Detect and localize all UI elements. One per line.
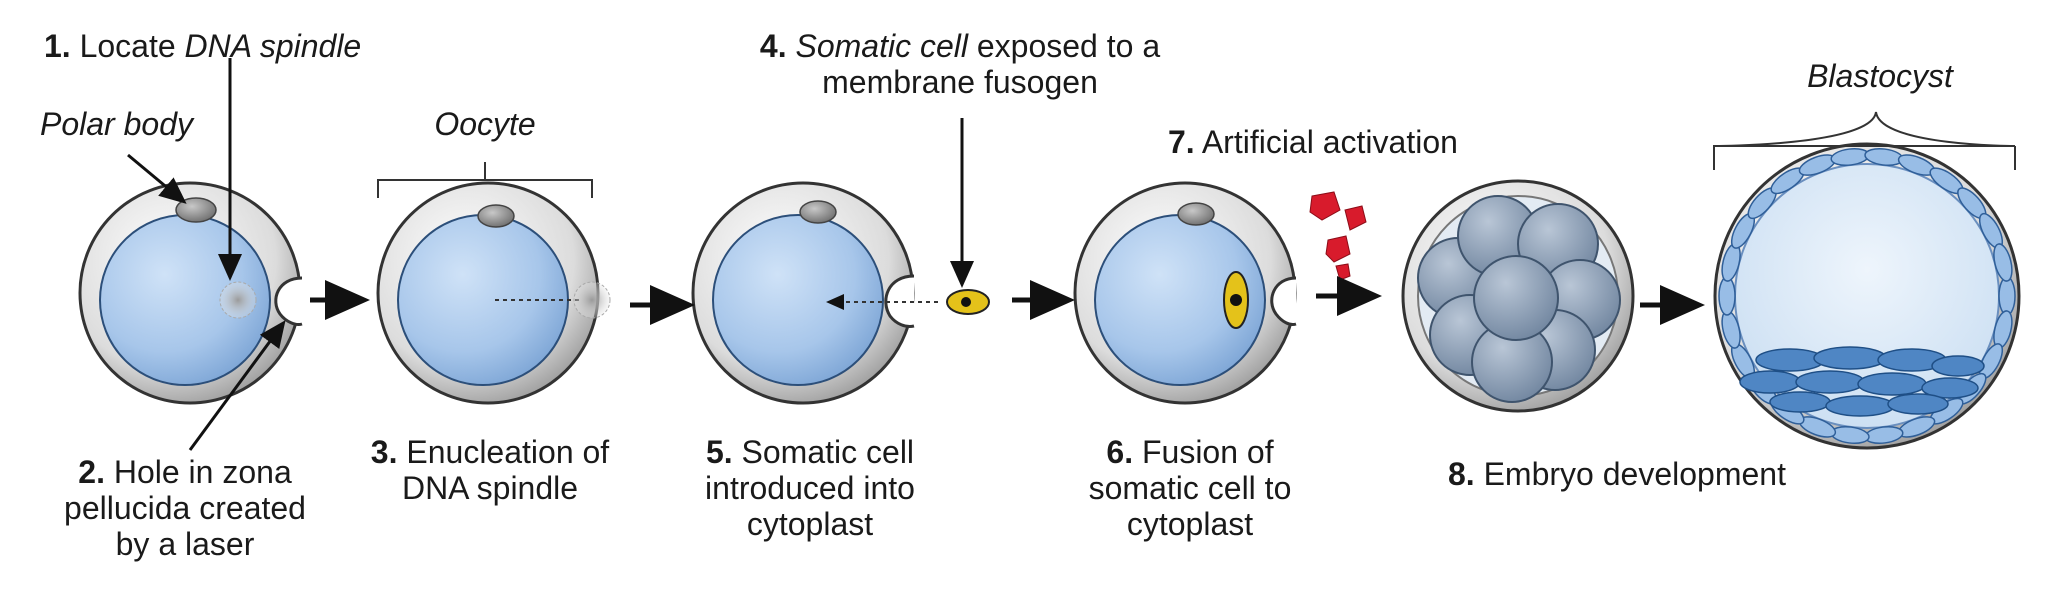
step-number: 8.	[1448, 456, 1475, 492]
step-text: DNA spindle	[401, 470, 579, 506]
oocyte-stage-2	[376, 181, 611, 405]
step-4-label: 4. Somatic cell exposed to a membrane fu…	[720, 28, 1200, 100]
fused-nucleus	[1230, 294, 1242, 306]
step-text: by a laser	[115, 526, 255, 562]
step-number: 6.	[1106, 434, 1134, 470]
step-3-label: 3. Enucleation of DNA spindle	[340, 434, 640, 506]
step-number: 3.	[370, 434, 398, 470]
pointer-lines	[127, 58, 974, 451]
step-2-label: 2. Hole in zona pellucida created by a l…	[40, 454, 330, 562]
step-text: cytoplast	[1126, 506, 1254, 542]
oocyte-stage-4	[1073, 181, 1297, 405]
trophoblast-cell	[1993, 243, 2013, 282]
step-1-label: 1. Locate DNA spindle	[44, 28, 361, 64]
blastocyst-bracket	[1713, 111, 2016, 170]
trophoblast-cell	[1998, 276, 2016, 316]
step-number: 4.	[759, 28, 787, 64]
laser-hole-pointer	[188, 320, 286, 451]
polar-body-4	[1177, 202, 1215, 226]
polar-body-1	[175, 197, 217, 223]
step-text: Enucleation of	[406, 434, 610, 470]
oocyte-stage-1	[78, 181, 303, 405]
step-text: Fusion of	[1141, 434, 1274, 470]
somatic-nucleus-5	[961, 297, 971, 307]
step-text: exposed to a	[967, 28, 1161, 64]
cytoplasm-3	[712, 214, 884, 386]
step-text: Hole in zona	[113, 454, 292, 490]
morula	[1401, 179, 1635, 413]
step-8-label: 8. Embryo development	[1448, 456, 1786, 492]
polar-body-pointer	[127, 153, 187, 204]
polar-body-2	[477, 204, 515, 228]
process-arrows	[310, 276, 1705, 325]
step-text: Embryo development	[1483, 456, 1786, 492]
blastocyst-label: Blastocyst	[1807, 58, 1953, 94]
polar-body-3	[799, 200, 837, 224]
step-text: Artificial activation	[1201, 124, 1458, 160]
cytoplasm-2	[397, 214, 569, 386]
step-emphasis: Somatic cell	[795, 28, 968, 64]
step-text: Locate	[79, 28, 185, 64]
step-number: 5.	[705, 434, 733, 470]
step-number: 1.	[44, 28, 71, 64]
inner-cell-mass	[1739, 346, 1985, 417]
oocyte-stage-3	[691, 181, 990, 405]
laser-hole-4	[1270, 276, 1297, 326]
oocyte-bracket	[377, 162, 593, 198]
polar-body-label: Polar body	[40, 106, 193, 142]
step-text: pellucida created	[64, 490, 306, 526]
step-text: introduced into	[705, 470, 915, 506]
step-6-label: 6. Fusion of somatic cell to cytoplast	[1060, 434, 1320, 542]
step-emphasis: DNA spindle	[184, 28, 362, 64]
step-5-label: 5. Somatic cell introduced into cytoplas…	[680, 434, 940, 542]
oocyte-label: Oocyte	[434, 106, 536, 142]
step-text: cytoplast	[746, 506, 874, 542]
step-text: Somatic cell	[741, 434, 915, 470]
blastomere	[1473, 255, 1559, 341]
laser-hole-3	[884, 274, 915, 328]
step-number: 2.	[78, 454, 105, 490]
dna-spindle-1	[219, 281, 257, 319]
activation-agent	[1309, 191, 1367, 281]
step-number: 7.	[1168, 124, 1195, 160]
step-text: somatic cell to	[1088, 470, 1292, 506]
step-text: membrane fusogen	[822, 64, 1098, 100]
step-7-label: 7. Artificial activation	[1168, 124, 1458, 160]
dna-spindle-2	[573, 281, 611, 319]
blastocyst	[1713, 142, 2021, 450]
laser-hole-1	[274, 276, 303, 326]
trophoblast-cell	[1718, 276, 1736, 316]
trophoblast-layer	[1718, 147, 2016, 445]
